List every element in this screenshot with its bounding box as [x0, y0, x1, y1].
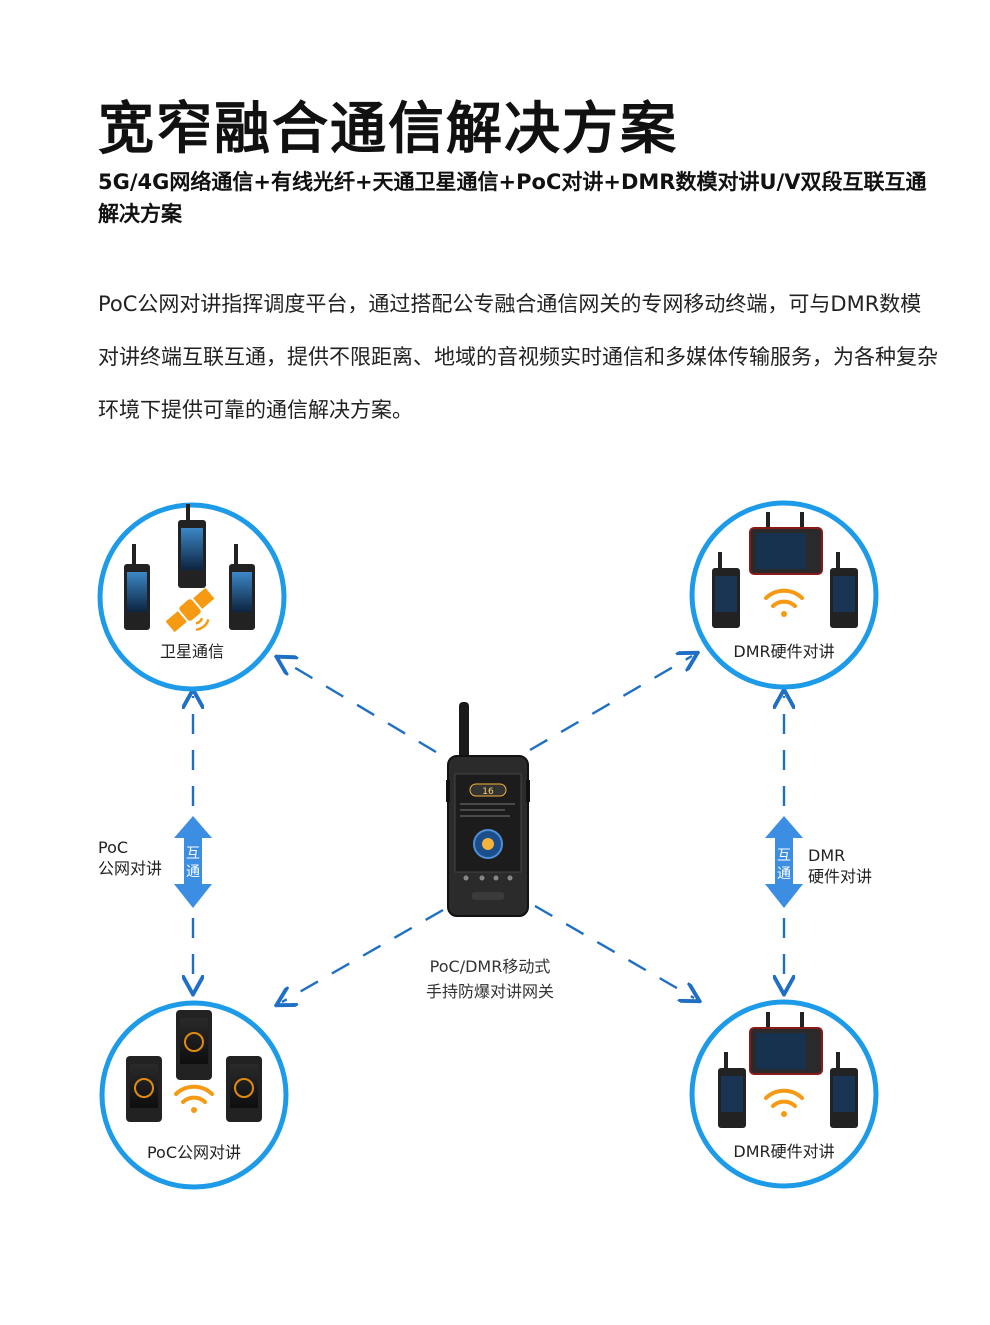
satellite-icon: [165, 587, 215, 633]
page-description: PoC公网对讲指挥调度平台，通过搭配公专融合通信网关的专网移动终端，可与DMR数…: [98, 292, 938, 422]
wifi-icon: [174, 1084, 214, 1113]
node-label-satellite: 卫星通信: [159, 642, 224, 661]
phone-icon: [229, 544, 255, 630]
page-title: 宽窄融合通信解决方案: [98, 97, 678, 162]
tablet-icon: [749, 512, 823, 575]
phone-icon: [126, 1056, 162, 1122]
phone-icon: [124, 544, 150, 630]
right-arrow-text-2: 通: [777, 866, 791, 882]
gateway-screen-value: 16: [482, 787, 494, 797]
node-label-dmr-bottom: DMR硬件对讲: [733, 1142, 835, 1161]
gateway-label: PoC/DMR移动式 手持防爆对讲网关: [400, 954, 580, 1004]
node-ring-top-right: [689, 500, 879, 690]
phone-icon: [226, 1056, 262, 1122]
left-arrow-text-1: 互: [186, 846, 200, 862]
phone-icon: [178, 504, 206, 588]
gateway-label-line1: PoC/DMR移动式: [429, 957, 551, 976]
node-ring-bottom-right: [689, 999, 879, 1189]
network-diagram: 16 互 通 互 通 卫星通信 DMR硬件对讲 PoC公网对讲 DMR硬件对讲 …: [0, 480, 990, 1220]
poc-phones-group: [126, 1010, 262, 1122]
gateway-label-line2: 手持防爆对讲网关: [425, 982, 554, 1001]
right-double-arrow: [765, 816, 803, 908]
left-arrow-text-2: 通: [186, 864, 200, 880]
phone-icon: [712, 552, 740, 628]
satellite-phones-group: [124, 504, 255, 633]
node-label-poc: PoC公网对讲: [146, 1143, 242, 1162]
right-link-label: DMR 硬件对讲: [808, 845, 872, 887]
tablet-icon: [749, 1012, 823, 1075]
right-arrow-text-1: 互: [777, 848, 791, 864]
right-link-line1: DMR: [808, 846, 846, 865]
diagram-graphics: 16 互 通 互 通: [97, 500, 879, 1190]
wifi-icon: [764, 1088, 804, 1117]
wifi-icon: [764, 588, 804, 617]
dmr-devices-group-top: [712, 512, 858, 628]
node-ring-bottom-left: [99, 1000, 289, 1190]
right-link-line2: 硬件对讲: [808, 867, 873, 886]
left-link-label: PoC 公网对讲: [98, 837, 162, 879]
left-double-arrow: [174, 816, 212, 908]
phone-icon: [830, 552, 858, 628]
node-label-dmr-top: DMR硬件对讲: [733, 642, 835, 661]
gateway-phone-icon: [446, 702, 530, 917]
dmr-devices-group-bottom: [718, 1012, 858, 1128]
left-link-line2: 公网对讲: [98, 859, 163, 878]
link-center-bottom-left: [282, 908, 444, 1002]
phone-icon: [718, 1052, 746, 1128]
link-center-top-right: [529, 656, 692, 752]
link-center-bottom-right: [534, 904, 694, 998]
left-link-line1: PoC: [98, 838, 129, 857]
page-subtitle: 5G/4G网络通信+有线光纤+天通卫星通信+PoC对讲+DMR数模对讲U/V双段…: [98, 170, 927, 226]
phone-icon: [830, 1052, 858, 1128]
phone-icon: [176, 1010, 212, 1080]
link-center-top-left: [282, 660, 437, 754]
